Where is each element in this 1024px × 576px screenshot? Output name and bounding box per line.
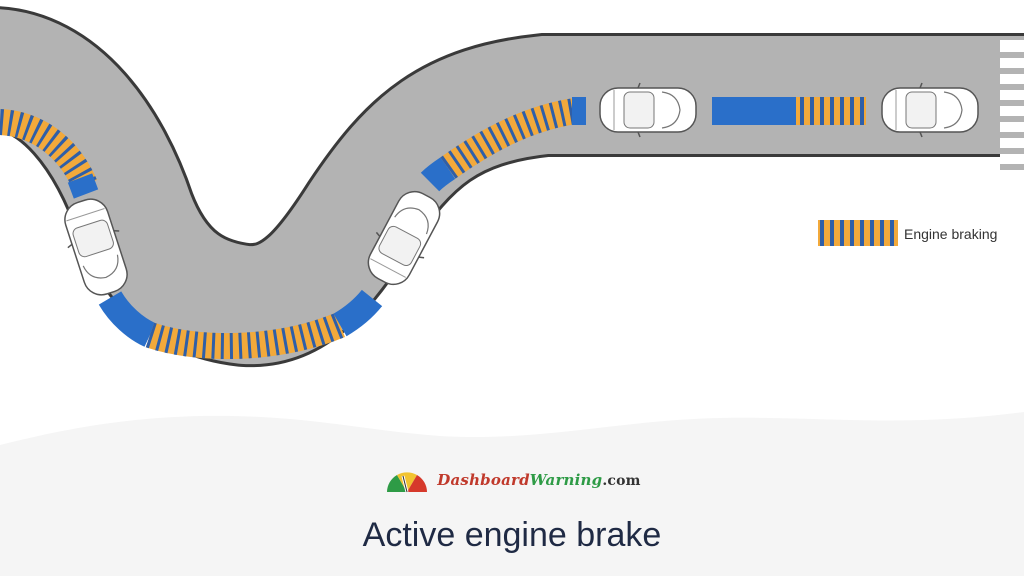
legend-label: Engine braking bbox=[904, 226, 998, 242]
crosswalk bbox=[1000, 40, 1024, 180]
brand-text-dashboard: Dashboard bbox=[437, 471, 530, 489]
brand-text-warning: Warning bbox=[529, 471, 603, 489]
image-caption: Active engine brake bbox=[362, 516, 662, 554]
road bbox=[0, 6, 1024, 368]
legend-swatch bbox=[818, 220, 898, 246]
wave-divider bbox=[0, 412, 1024, 460]
gauge-icon bbox=[387, 472, 428, 493]
brand-text: DashboardWarning.com bbox=[437, 471, 640, 489]
brand-logo[interactable]: DashboardWarning.com bbox=[0, 466, 1024, 494]
engine-brake-diagram bbox=[0, 6, 1024, 460]
lane-markings bbox=[0, 97, 866, 360]
car-4 bbox=[881, 82, 979, 138]
brand-text-domain: .com bbox=[602, 473, 641, 489]
car-3 bbox=[599, 82, 697, 138]
